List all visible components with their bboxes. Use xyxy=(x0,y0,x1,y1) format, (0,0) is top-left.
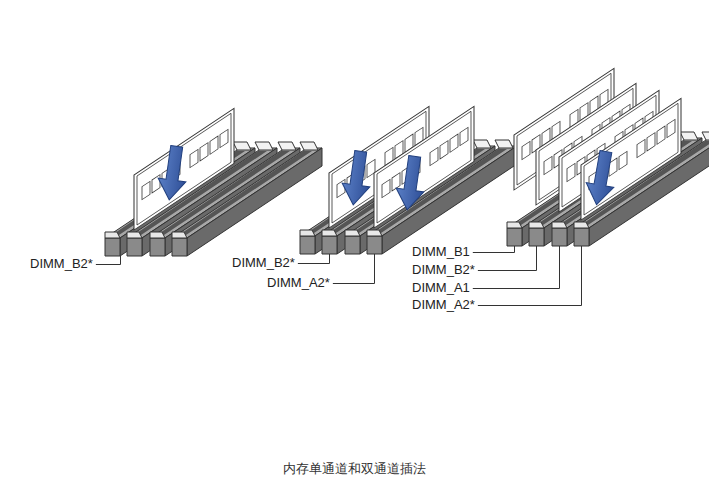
slot-label: DIMM_A1 xyxy=(412,280,470,295)
leader-line xyxy=(333,254,375,284)
leader-line xyxy=(298,254,330,264)
slot-label: DIMM_A2* xyxy=(412,297,475,312)
slot-label: DIMM_B2* xyxy=(232,255,295,270)
leader-line xyxy=(478,246,537,271)
figure-caption: 内存单通道和双通道插法 xyxy=(0,461,709,477)
slot-label: DIMM_A2* xyxy=(267,275,330,290)
slot-label: DIMM_B1 xyxy=(412,244,470,259)
leader-line xyxy=(473,246,560,289)
leader-line xyxy=(473,246,515,253)
slot-label: DIMM_B2* xyxy=(412,262,475,277)
leader-line xyxy=(478,246,582,306)
slot-label: DIMM_B2* xyxy=(30,256,93,271)
leader-line xyxy=(96,256,121,265)
